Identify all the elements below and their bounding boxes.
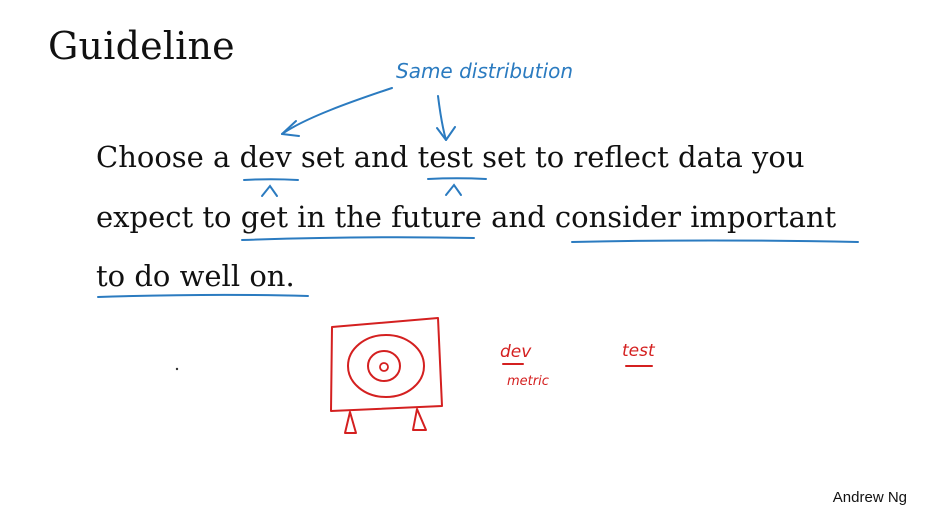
target-leg-right <box>412 408 427 431</box>
text-segment-dev: dev <box>239 140 292 174</box>
underline-important <box>571 239 859 243</box>
text-segment: expect to <box>96 200 241 234</box>
author-footer: Andrew Ng <box>832 489 907 506</box>
body-line-2: expect to get in the future and consider… <box>96 200 836 234</box>
target-bullseye <box>379 362 389 372</box>
underline-well-on <box>97 293 309 298</box>
arrow-head-test <box>436 126 456 141</box>
text-segment-test: test <box>417 140 473 174</box>
arrow-head-dev <box>281 120 300 137</box>
target-leg-left <box>344 411 357 434</box>
slide-title: Guideline <box>48 24 235 68</box>
target-outer-ring <box>347 334 425 398</box>
text-segment: set and <box>291 140 418 174</box>
underline-test <box>427 177 487 180</box>
underline-future <box>241 236 475 241</box>
target-board-icon <box>330 317 443 412</box>
arrow-to-dev <box>281 87 393 135</box>
arrow-to-test <box>437 95 447 141</box>
text-segment-important: consider important <box>554 200 837 234</box>
body-line-1: Choose a dev set and test set to reflect… <box>96 140 805 174</box>
text-segment-future: get in the future <box>240 200 482 234</box>
text-segment: Choose a <box>96 140 240 174</box>
body-line-3: to do well on. <box>96 259 295 293</box>
metric-note: metric <box>507 374 549 389</box>
text-segment: set to reflect data you <box>472 140 805 174</box>
same-distribution-note: Same distribution <box>396 59 573 83</box>
text-segment: and <box>481 200 555 234</box>
test-note: test <box>622 341 656 361</box>
caret-test <box>445 183 462 196</box>
caret-dev <box>261 184 278 197</box>
target-inner-ring <box>367 350 401 382</box>
stray-dot <box>175 367 179 371</box>
underline-dev <box>243 178 299 181</box>
dev-note: dev <box>500 342 532 362</box>
text-segment-well-on: to do well on. <box>96 259 295 293</box>
